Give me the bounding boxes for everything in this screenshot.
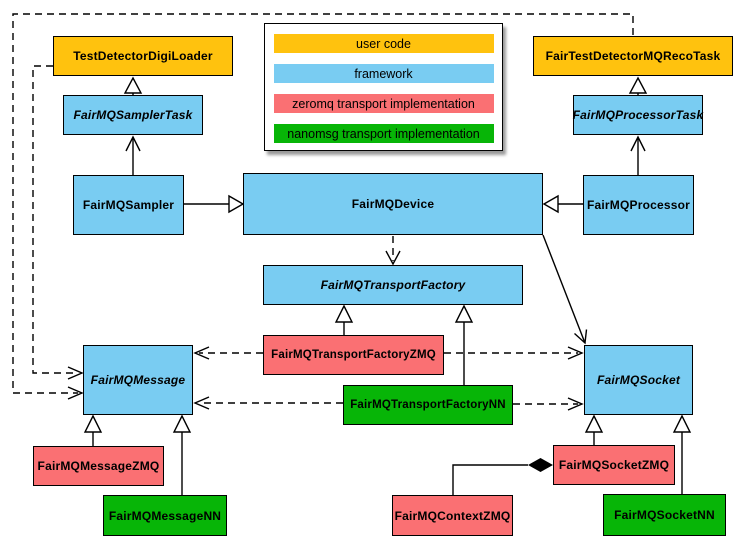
legend-item-user-code: user code bbox=[273, 34, 494, 53]
open-arrow-icon bbox=[385, 250, 401, 266]
class-label: FairMQContextZMQ bbox=[394, 508, 511, 523]
legend-item-framework: framework bbox=[273, 64, 494, 83]
open-arrow-icon bbox=[193, 396, 210, 410]
open-arrow-icon bbox=[567, 346, 584, 360]
legend-item-zeromq: zeromq transport implementation bbox=[273, 94, 494, 113]
class-label: FairMQSamplerTask bbox=[73, 108, 193, 122]
class-label: FairMQProcessorTask bbox=[572, 108, 704, 122]
hollow-triangle-icon bbox=[228, 194, 245, 214]
legend-label: nanomsg transport implementation bbox=[287, 126, 480, 141]
class-label: FairMQSampler bbox=[82, 198, 175, 212]
class-box-fairmqprocessor: FairMQProcessor bbox=[583, 175, 694, 235]
class-box-testdetectordigiloader: TestDetectorDigiLoader bbox=[53, 36, 233, 76]
edge-digiloader-message bbox=[32, 65, 78, 374]
open-arrow-icon bbox=[193, 346, 210, 360]
class-label: FairMQSocket bbox=[596, 373, 681, 387]
hollow-triangle-icon bbox=[83, 414, 103, 433]
hollow-triangle-icon bbox=[454, 304, 474, 323]
class-box-fairmqmessagenn: FairMQMessageNN bbox=[103, 495, 227, 536]
open-arrow-icon bbox=[67, 366, 84, 380]
hollow-triangle-icon bbox=[542, 194, 559, 214]
class-label: FairMQTransportFactoryNN bbox=[350, 399, 506, 411]
filled-diamond-icon bbox=[528, 458, 553, 472]
class-box-fairmqsocket: FairMQSocket bbox=[584, 345, 693, 415]
open-arrow-icon bbox=[67, 386, 84, 400]
hollow-triangle-icon bbox=[672, 414, 692, 433]
hollow-triangle-icon bbox=[628, 76, 648, 94]
class-box-fairmqtransportfactoryzmq: FairMQTransportFactoryZMQ bbox=[263, 335, 444, 375]
class-label: FairMQSocketNN bbox=[614, 508, 715, 522]
class-label: FairMQMessageZMQ bbox=[37, 459, 160, 473]
class-box-fairmqdevice: FairMQDevice bbox=[243, 173, 543, 235]
open-arrow-icon bbox=[567, 397, 584, 411]
class-box-fairmqsamplertask: FairMQSamplerTask bbox=[63, 95, 203, 135]
class-label: FairMQMessageNN bbox=[108, 508, 222, 523]
legend-label: zeromq transport implementation bbox=[292, 96, 475, 111]
class-box-fairmqmessagezmq: FairMQMessageZMQ bbox=[33, 446, 164, 486]
hollow-triangle-icon bbox=[584, 414, 604, 433]
class-box-fairtestdetectormqrecotask: FairTestDetectorMQRecoTask bbox=[533, 36, 733, 76]
open-arrow-icon bbox=[125, 135, 141, 152]
legend: user code framework zeromq transport imp… bbox=[264, 23, 503, 151]
class-box-fairmqtransportfactorynn: FairMQTransportFactoryNN bbox=[343, 385, 513, 425]
class-label: FairMQMessage bbox=[90, 373, 186, 387]
class-box-fairmqprocessortask: FairMQProcessorTask bbox=[573, 95, 703, 135]
class-box-fairmqsocketnn: FairMQSocketNN bbox=[603, 494, 726, 536]
legend-label: framework bbox=[354, 66, 413, 81]
hollow-triangle-icon bbox=[123, 76, 143, 94]
class-box-fairmqmessage: FairMQMessage bbox=[83, 345, 193, 415]
hollow-triangle-icon bbox=[172, 414, 192, 433]
class-box-fairmqsampler: FairMQSampler bbox=[73, 175, 184, 235]
class-box-fairmqsocketzmq: FairMQSocketZMQ bbox=[553, 445, 675, 485]
open-arrow-icon bbox=[630, 135, 646, 152]
hollow-triangle-icon bbox=[334, 304, 354, 323]
class-label: FairMQProcessor bbox=[586, 198, 691, 212]
class-label: FairMQTransportFactoryZMQ bbox=[271, 349, 436, 361]
class-label: FairMQDevice bbox=[351, 197, 435, 211]
class-box-fairmqtransportfactory: FairMQTransportFactory bbox=[263, 265, 523, 305]
class-label: FairMQTransportFactory bbox=[320, 278, 466, 292]
open-arrow-icon bbox=[574, 329, 588, 345]
class-label: TestDetectorDigiLoader bbox=[73, 49, 213, 63]
legend-item-nanomsg: nanomsg transport implementation bbox=[273, 124, 494, 143]
class-box-fairmqcontextzmq: FairMQContextZMQ bbox=[392, 495, 513, 536]
edge-device-socket bbox=[542, 234, 586, 344]
class-label: FairTestDetectorMQRecoTask bbox=[545, 49, 721, 63]
legend-label: user code bbox=[356, 36, 411, 51]
edge-recotask-message bbox=[12, 13, 634, 394]
edge-contextzmq-socketzmq bbox=[452, 464, 528, 495]
class-label: FairMQSocketZMQ bbox=[558, 458, 670, 472]
